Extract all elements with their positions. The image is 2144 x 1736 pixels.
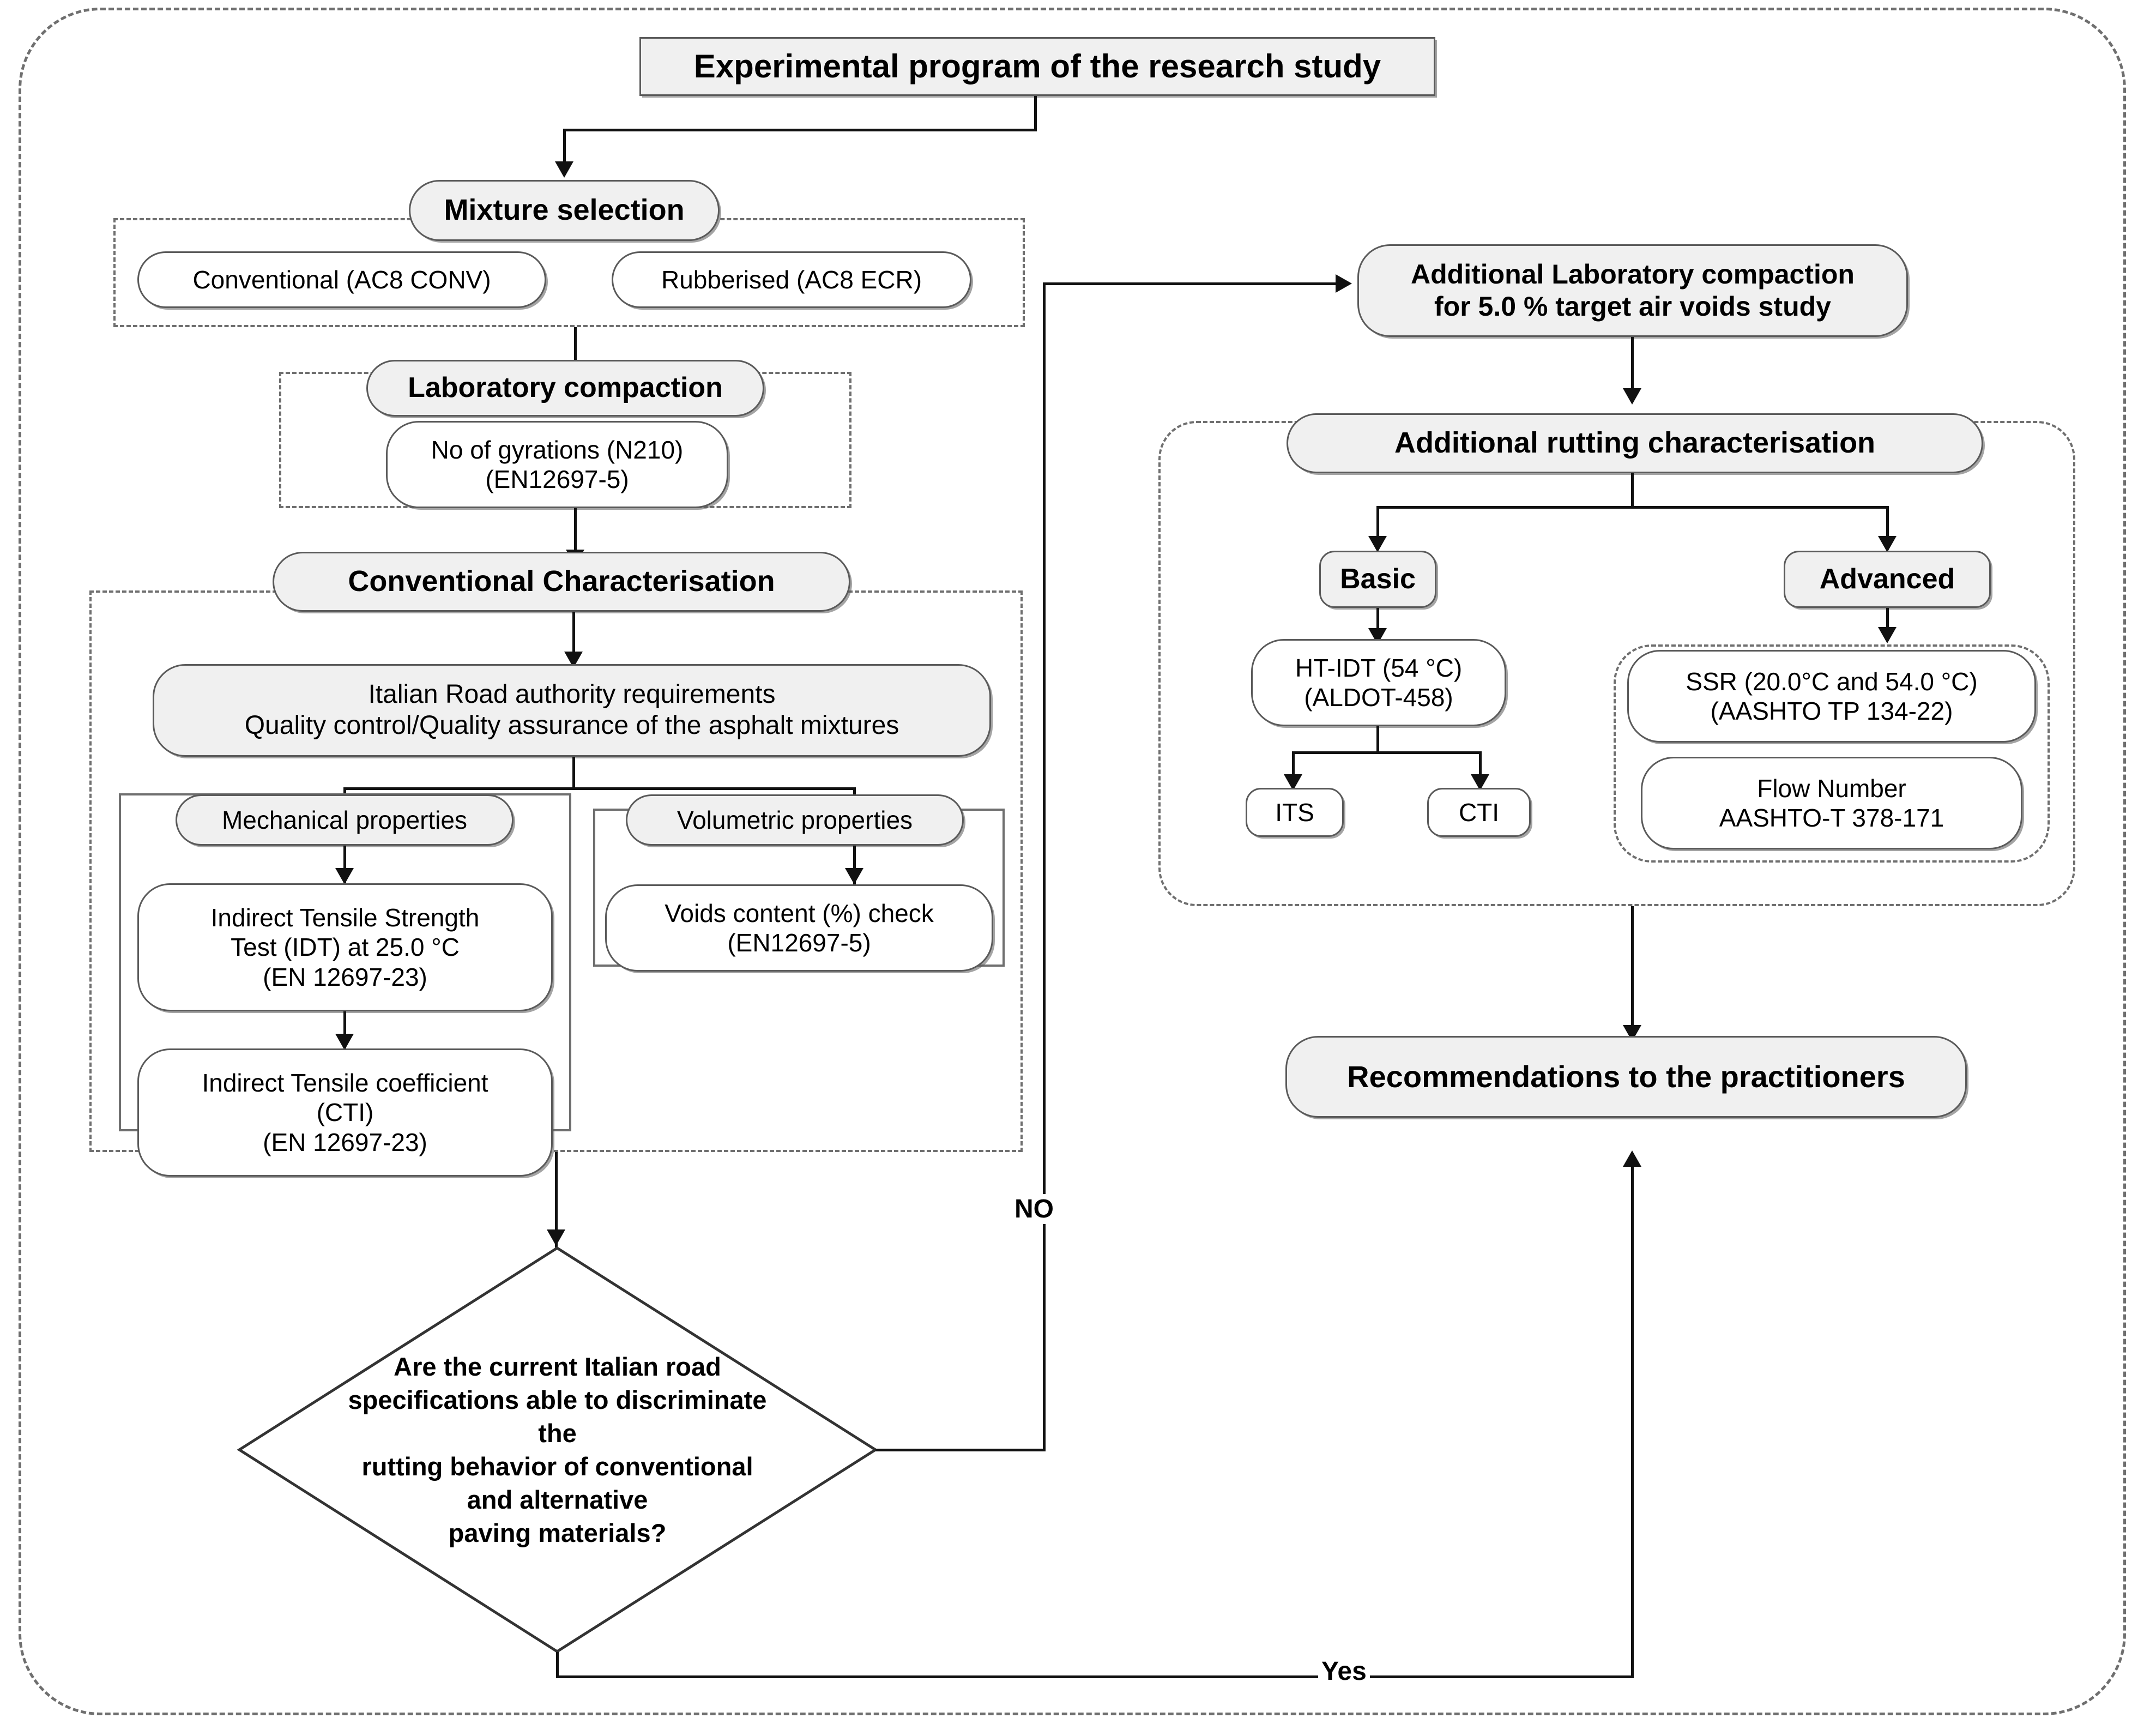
connector-to-basic xyxy=(1376,506,1379,542)
additional-rutting-header: Additional rutting characterisation xyxy=(1287,413,1983,473)
flow-number-box: Flow Number AASHTO-T 378-171 xyxy=(1641,757,2022,849)
connector-volumetric-to-voids xyxy=(853,846,856,885)
basic-box: Basic xyxy=(1319,551,1436,608)
decision-diamond: Are the current Italian road specificati… xyxy=(237,1246,878,1654)
arrowhead-to-mixture-selection xyxy=(555,161,573,178)
arrowhead-to-cti-coefficient xyxy=(335,1034,354,1050)
additional-compaction-box: Additional Laboratory compaction for 5.0… xyxy=(1357,244,1908,337)
connector-rutting-to-recommendations xyxy=(1631,906,1634,1041)
arrowhead-to-voids-content xyxy=(845,868,863,884)
cti-box: CTI xyxy=(1427,788,1531,837)
connector-htidt-down xyxy=(1376,726,1379,754)
edge-label-yes: Yes xyxy=(1318,1656,1370,1686)
advanced-tests-group xyxy=(1614,644,2050,863)
connector-yes-vertical-up xyxy=(1631,1161,1634,1678)
connector-no-from-diamond xyxy=(875,1449,1046,1451)
conventional-mixture-box: Conventional (AC8 CONV) xyxy=(137,251,546,308)
connector-basic-to-htidt xyxy=(1376,608,1379,642)
connector-mixture-to-lab xyxy=(574,327,577,377)
recommendations-box: Recommendations to the practitioners xyxy=(1285,1036,1967,1118)
connector-to-cti xyxy=(1479,751,1482,782)
connector-htidt-split xyxy=(1292,751,1482,754)
cti-coefficient-box: Indirect Tensile coefficient (CTI) (EN 1… xyxy=(137,1048,553,1177)
connector-rutting-split xyxy=(1376,506,1889,509)
connector-no-to-additional-compaction xyxy=(1043,282,1349,285)
mixture-selection-header: Mixture selection xyxy=(409,180,720,241)
connector-requirements-down xyxy=(572,757,575,788)
arrowhead-to-ssr xyxy=(1878,627,1897,643)
arrowhead-to-decision xyxy=(547,1229,565,1246)
connector-to-advanced xyxy=(1886,506,1889,542)
connector-mechanical-to-idt xyxy=(343,846,346,885)
connector-to-its xyxy=(1292,751,1295,782)
arrowhead-to-basic xyxy=(1368,536,1387,552)
connector-requirements-split xyxy=(343,787,856,790)
connector-compaction-to-rutting xyxy=(1631,337,1634,397)
rubberised-mixture-box: Rubberised (AC8 ECR) xyxy=(612,251,971,308)
connector-characterisation-to-decision xyxy=(555,1152,558,1247)
gyrations-box: No of gyrations (N210) (EN12697-5) xyxy=(386,421,728,508)
connector-title-left xyxy=(563,129,1037,131)
connector-characterisation-to-requirements xyxy=(572,612,575,660)
connector-yes-horizontal xyxy=(556,1675,1634,1678)
italian-requirements-box: Italian Road authority requirements Qual… xyxy=(153,664,991,757)
mechanical-properties-header: Mechanical properties xyxy=(176,794,514,846)
arrowhead-to-advanced xyxy=(1878,536,1897,552)
arrowhead-to-recommendations-from-below xyxy=(1623,1150,1641,1167)
connector-title-down xyxy=(1034,96,1037,130)
voids-content-box: Voids content (%) check (EN12697-5) xyxy=(605,884,993,972)
arrowhead-to-idt-test xyxy=(335,868,354,884)
connector-idt-to-cti xyxy=(343,1011,346,1051)
conventional-characterisation-header: Conventional Characterisation xyxy=(273,552,850,612)
ht-idt-box: HT-IDT (54 °C) (ALDOT-458) xyxy=(1251,639,1506,726)
idt-test-box: Indirect Tensile Strength Test (IDT) at … xyxy=(137,883,553,1011)
title-box: Experimental program of the research stu… xyxy=(639,37,1435,96)
arrowhead-to-additional-compaction xyxy=(1336,274,1352,293)
its-box: ITS xyxy=(1246,788,1344,837)
volumetric-properties-header: Volumetric properties xyxy=(626,794,964,846)
laboratory-compaction-header: Laboratory compaction xyxy=(366,360,764,417)
ssr-box: SSR (20.0°C and 54.0 °C) (AASHTO TP 134-… xyxy=(1627,650,2036,743)
edge-label-no: NO xyxy=(1011,1194,1057,1224)
outer-dashed-frame xyxy=(19,8,2126,1715)
connector-title-to-mixture xyxy=(563,129,566,162)
arrowhead-to-additional-rutting xyxy=(1623,388,1641,405)
connector-advanced-to-ssr xyxy=(1886,608,1889,640)
connector-yes-from-diamond xyxy=(556,1652,559,1678)
connector-no-vertical xyxy=(1043,282,1046,1451)
connector-rutting-down xyxy=(1631,473,1634,507)
decision-label: Are the current Italian road specificati… xyxy=(348,1352,767,1548)
advanced-box: Advanced xyxy=(1784,551,1991,608)
connector-lab-to-characterisation xyxy=(574,508,577,557)
